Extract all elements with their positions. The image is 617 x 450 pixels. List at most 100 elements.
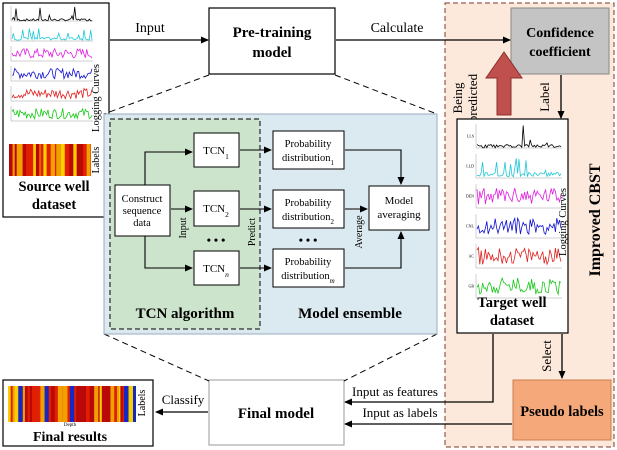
prob-dist-2-line1: Probability: [285, 198, 332, 209]
label-stripe: [40, 386, 44, 422]
tcn-node-n: [193, 250, 240, 286]
tcn-node-2: [193, 190, 240, 227]
label-stripe: [115, 386, 117, 422]
prob-dist-m-line2: distributionm: [281, 271, 334, 285]
model-averaging-line1: Model: [385, 195, 414, 207]
label-stripe: [110, 386, 115, 422]
label-stripe: [99, 386, 102, 422]
logging-curve: [11, 47, 93, 59]
label-stripe: [27, 386, 30, 422]
label-stripe: [64, 144, 70, 176]
target-title-line1: Target well: [477, 295, 546, 311]
label-stripe: [9, 144, 13, 176]
construct-line1: Construct: [122, 194, 163, 205]
classify-arrow-label: Classify: [162, 392, 205, 407]
tcn-node-1-text: TCN1: [203, 145, 229, 161]
label-stripe: [133, 386, 136, 422]
label-stripe: [43, 144, 47, 176]
label-stripe: [94, 386, 99, 422]
label-stripe: [57, 386, 63, 422]
input-as-features-label: Input as features: [352, 384, 438, 399]
connector-probm-avg: [345, 231, 405, 269]
logging-curve: [11, 107, 93, 120]
zoom-line-upper-right: [334, 74, 438, 115]
label-stripe: [78, 144, 84, 176]
label-stripe: [37, 144, 40, 176]
label-stripe: [43, 386, 45, 422]
label-stripe: [24, 386, 28, 422]
predict-vertical-label: Predict: [247, 218, 258, 247]
label-stripe: [89, 386, 93, 422]
construct-line2: sequence: [123, 206, 162, 217]
source-title-line1: Source well: [18, 179, 89, 195]
label-stripe: [14, 144, 17, 176]
source-labels-label: Labels: [91, 147, 102, 174]
final-depth-label: Depth: [64, 423, 77, 428]
model-ensemble-title: Model ensemble: [298, 306, 402, 322]
connector-to-tcn1: [144, 148, 193, 185]
connector-prob1-avg: [345, 149, 405, 185]
pretraining-line2: model: [252, 45, 291, 61]
final-model-box: [208, 379, 345, 446]
label-stripe: [104, 386, 106, 422]
label-stripe: [55, 144, 57, 176]
label-stripe: [92, 386, 95, 422]
label-stripe: [18, 144, 23, 176]
pretraining-line1: Pre-training: [233, 25, 312, 41]
track-name: LLD: [466, 164, 474, 169]
label-stripe: [12, 144, 15, 176]
tcn-node-1: [193, 132, 240, 168]
label-stripe: [67, 386, 70, 422]
prob-ellipsis: • • •: [299, 233, 318, 247]
zoom-line-lower-right: [343, 333, 438, 382]
label-stripe: [48, 386, 52, 422]
label-stripe: [36, 386, 41, 422]
logging-curve: [476, 276, 562, 296]
being-predicted-arrow: [485, 51, 523, 116]
being-predicted-label-1: Being: [450, 82, 465, 114]
logging-curve: [11, 87, 93, 100]
zoom-line-lower-left: [103, 333, 210, 382]
label-stripe: [44, 386, 49, 422]
label-stripe: [10, 386, 13, 422]
prob-dist-2-line2: distribution2: [282, 212, 334, 226]
label-stripe: [26, 144, 31, 176]
label-stripe: [85, 386, 90, 422]
label-stripe: [123, 386, 129, 422]
source-title-line2: dataset: [32, 197, 76, 213]
confidence-line1: Confidence: [526, 26, 594, 41]
label-arrow-label: Label: [537, 82, 552, 112]
source-curves-label: Logging Curves: [91, 64, 102, 132]
prob-dist-m: [272, 248, 345, 288]
track-name: LLS: [467, 134, 474, 139]
prob-dist-m-line1: Probability: [285, 257, 332, 268]
label-stripe: [69, 386, 75, 422]
logging-curve: [11, 28, 93, 42]
label-stripe: [73, 144, 77, 176]
logging-curve: [476, 246, 562, 266]
logging-curve: [476, 158, 562, 178]
label-stripe: [56, 144, 61, 176]
prob-dist-1: [272, 130, 345, 170]
target-title-line2: dataset: [490, 313, 534, 329]
improved-cbst-label: Improved CBST: [587, 163, 604, 276]
label-stripe: [33, 144, 36, 176]
label-stripe: [18, 386, 23, 422]
label-stripe: [32, 386, 37, 422]
confidence-coefficient-box: [510, 7, 610, 75]
connector-to-tcnn: [144, 236, 193, 272]
track-name: CNL: [466, 224, 475, 229]
label-stripe: [122, 386, 124, 422]
label-stripe: [29, 386, 33, 422]
label-stripe: [54, 386, 58, 422]
tcn-node-2-text: TCN2: [203, 203, 229, 219]
model-averaging-line2: averaging: [377, 209, 421, 221]
final-labels-bar: [8, 386, 136, 422]
calculate-arrow-label: Calculate: [371, 21, 424, 36]
label-stripe: [40, 144, 44, 176]
label-stripe: [22, 144, 27, 176]
label-stripe: [46, 144, 51, 176]
label-stripe: [69, 144, 74, 176]
